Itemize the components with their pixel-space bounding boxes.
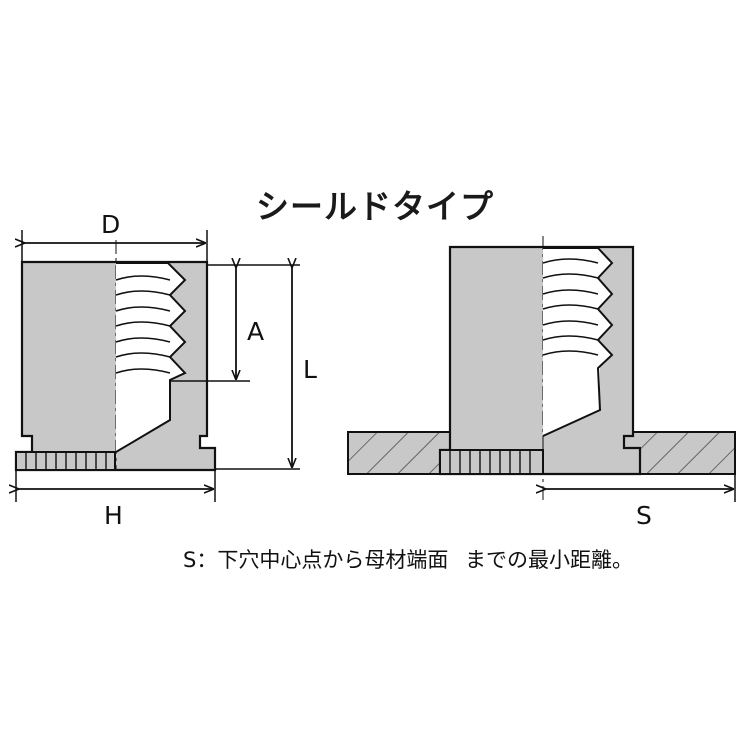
right-nut-drawing: S bbox=[347, 236, 736, 530]
footnote-prefix: S：下穴中心点から母材端面 bbox=[183, 548, 449, 572]
base-plate-left bbox=[347, 431, 452, 475]
footnote: S：下穴中心点から母材端面 までの最小距離。 bbox=[183, 544, 633, 574]
left-thread-crests bbox=[115, 275, 171, 374]
dim-D-label: D bbox=[101, 210, 120, 239]
right-nut-body bbox=[438, 245, 642, 476]
right-thread-profile bbox=[542, 247, 614, 437]
left-knurl bbox=[15, 451, 116, 471]
dim-S-label: S bbox=[636, 501, 652, 530]
right-thread-crests bbox=[542, 258, 599, 356]
dim-A-label: A bbox=[247, 317, 264, 346]
dim-H-label: H bbox=[104, 501, 123, 530]
left-nut-drawing: D A L H bbox=[16, 210, 317, 530]
dim-L-label: L bbox=[303, 355, 317, 384]
footnote-suffix: までの最小距離。 bbox=[465, 548, 634, 572]
diagram-title: シールドタイプ bbox=[256, 187, 494, 226]
right-knurl bbox=[439, 449, 544, 475]
